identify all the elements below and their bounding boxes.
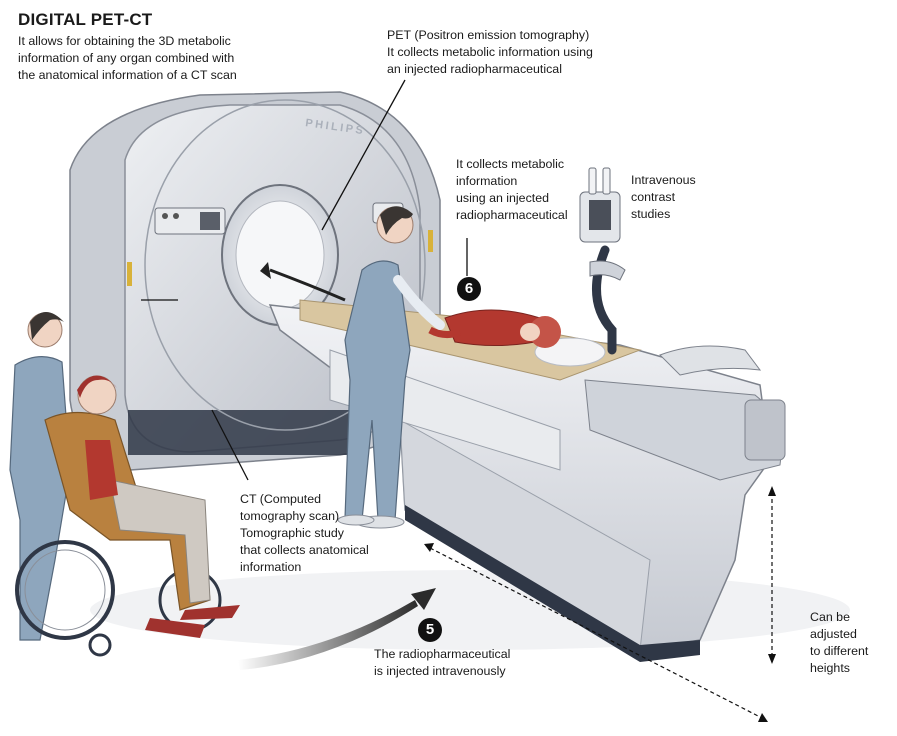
height-arrowhead-down bbox=[768, 654, 776, 664]
page-title: DIGITAL PET-CT bbox=[18, 10, 153, 29]
callout-ct: CT (Computed tomography scan) Tomographi… bbox=[240, 492, 369, 574]
callout-injection: The radiopharmaceutical is injected intr… bbox=[374, 647, 511, 678]
height-arrowhead-up bbox=[768, 486, 776, 496]
connector-lines bbox=[141, 79, 468, 481]
bore-arrowhead bbox=[260, 262, 271, 279]
callout-pet: PET (Positron emission tomography) It co… bbox=[387, 28, 593, 76]
nurse-standing bbox=[337, 206, 445, 529]
contrast-injector bbox=[579, 167, 626, 355]
wheelchair-patient bbox=[15, 375, 240, 657]
callout-metabolic: It collects metabolic information using … bbox=[456, 157, 568, 222]
slide-arrowhead-back bbox=[424, 543, 434, 552]
callout-contrast: Intravenous contrast studies bbox=[631, 173, 696, 221]
pet-connector bbox=[321, 79, 406, 231]
intro-text: It allows for obtaining the 3D metabolic… bbox=[18, 34, 237, 82]
step-six-badge: 6 bbox=[457, 277, 481, 301]
injection-arrowhead bbox=[411, 588, 436, 610]
patient-lying bbox=[428, 309, 606, 367]
step-five-badge: 5 bbox=[418, 618, 442, 642]
slide-arrowhead-forward bbox=[758, 713, 768, 722]
callout-height: Can be adjusted to different heights bbox=[810, 610, 869, 675]
ct-connector bbox=[211, 409, 249, 481]
bore-direction-arrow bbox=[269, 268, 346, 302]
injection-arrow bbox=[238, 600, 418, 670]
slide-arrow bbox=[429, 547, 763, 719]
